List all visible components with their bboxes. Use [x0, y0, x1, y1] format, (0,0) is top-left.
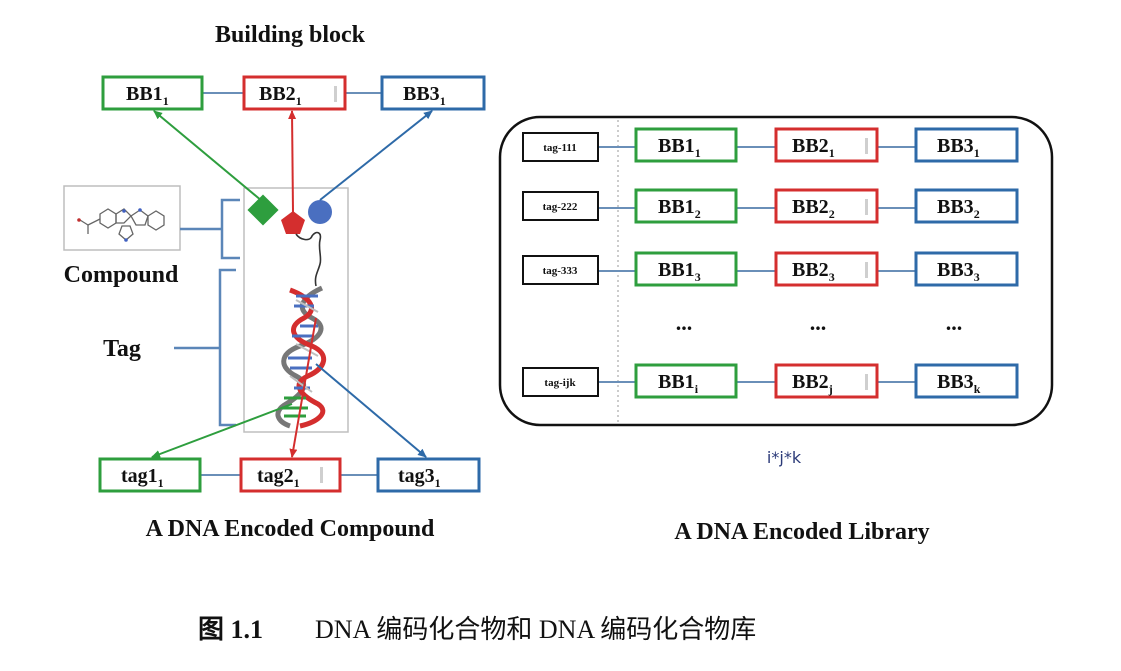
arrow-to-tag3: [315, 363, 427, 458]
bb2-box: BB2j: [774, 363, 879, 399]
library-row-2: tag-222 BB12 BB22 BB32: [522, 188, 1019, 224]
bb3-box: BB31: [914, 127, 1019, 163]
building-block-title: Building block: [215, 22, 366, 48]
ghost-mark: [320, 467, 323, 483]
right-caption: A DNA Encoded Library: [674, 519, 929, 545]
bb2-box: BB21: [774, 127, 879, 163]
svg-text:tag11: tag11: [121, 465, 164, 490]
ellipsis-bb3: ...: [946, 310, 963, 335]
ghost-mark: [865, 374, 868, 390]
bb3-box: BB33: [914, 251, 1019, 287]
svg-text:BB23: BB23: [792, 259, 835, 284]
svg-text:tag-ijk: tag-ijk: [544, 377, 576, 389]
library-row-3: tag-333 BB13 BB23 BB33: [522, 251, 1019, 287]
compound-bracket: [180, 198, 240, 260]
tag-box: tag-222: [522, 191, 599, 221]
svg-text:tag31: tag31: [398, 465, 441, 490]
tag-bracket: [174, 268, 236, 427]
svg-text:BB2j: BB2j: [792, 371, 833, 396]
svg-text:tag-333: tag-333: [543, 265, 578, 277]
svg-text:BB22: BB22: [792, 196, 835, 221]
tag-box: tag-333: [522, 255, 599, 285]
tag2-box: tag21: [239, 457, 342, 493]
bb1-box: BB1i: [634, 363, 738, 399]
bb2-box: BB21: [242, 75, 347, 111]
bb1-box: BB13: [634, 251, 738, 287]
arrow-to-bb2: [288, 110, 297, 213]
svg-text:BB13: BB13: [658, 259, 701, 284]
svg-text:tag-222: tag-222: [543, 201, 578, 213]
svg-text:BB1i: BB1i: [658, 371, 699, 396]
svg-text:BB3k: BB3k: [937, 371, 981, 396]
bb3-box: BB32: [914, 188, 1019, 224]
svg-text:BB31: BB31: [937, 135, 980, 160]
bb1-box: BB11: [101, 75, 204, 111]
arrow-to-bb1: [153, 110, 263, 202]
library-row-1: tag-111 BB11 BB21 BB31: [522, 127, 1019, 163]
arrow-to-bb3: [319, 110, 433, 201]
svg-text:BB31: BB31: [403, 83, 446, 108]
ghost-mark: [865, 199, 868, 215]
svg-text:BB11: BB11: [658, 135, 701, 160]
tag3-box: tag31: [376, 457, 481, 493]
library-size-formula: i*j*k: [767, 448, 802, 467]
ghost-mark: [865, 138, 868, 154]
left-caption: A DNA Encoded Compound: [146, 516, 435, 542]
ellipsis-bb2: ...: [810, 310, 827, 335]
svg-text:BB21: BB21: [792, 135, 835, 160]
svg-text:BB21: BB21: [259, 83, 302, 108]
svg-text:tag21: tag21: [257, 465, 300, 490]
red-pentagon-building-block: [281, 211, 305, 234]
linker-line: [295, 231, 322, 287]
figure-caption-text: DNA 编码化合物和 DNA 编码化合物库: [315, 615, 756, 644]
arrow-to-tag1: [151, 403, 293, 458]
ellipsis-bb1: ...: [676, 310, 693, 335]
bb3-box: BB3k: [914, 363, 1019, 399]
bb1-box: BB11: [634, 127, 738, 163]
svg-text:BB33: BB33: [937, 259, 980, 284]
molecule-structure-image: [63, 185, 181, 251]
arrow-to-tag2: [289, 317, 317, 458]
svg-text:BB32: BB32: [937, 196, 980, 221]
svg-text:BB11: BB11: [126, 83, 169, 108]
svg-text:tag-111: tag-111: [543, 142, 577, 154]
svg-text:BB12: BB12: [658, 196, 701, 221]
bb2-box: BB23: [774, 251, 879, 287]
blue-circle-building-block: [308, 200, 332, 224]
bb2-box: BB22: [774, 188, 879, 224]
ghost-mark: [865, 262, 868, 278]
library-row-ijk: tag-ijk BB1i BB2j BB3k: [522, 363, 1019, 399]
bb1-box: BB12: [634, 188, 738, 224]
tag1-box: tag11: [98, 457, 202, 493]
tag-box: tag-ijk: [522, 367, 599, 397]
green-square-building-block: [247, 194, 279, 226]
dna-helix: [275, 285, 326, 429]
bb3-box: BB31: [380, 75, 486, 111]
tag-box: tag-111: [522, 132, 599, 162]
tag-label: Tag: [103, 336, 141, 362]
figure-number: 图 1.1: [198, 615, 263, 644]
compound-label: Compound: [64, 262, 179, 288]
ghost-mark: [334, 86, 337, 102]
